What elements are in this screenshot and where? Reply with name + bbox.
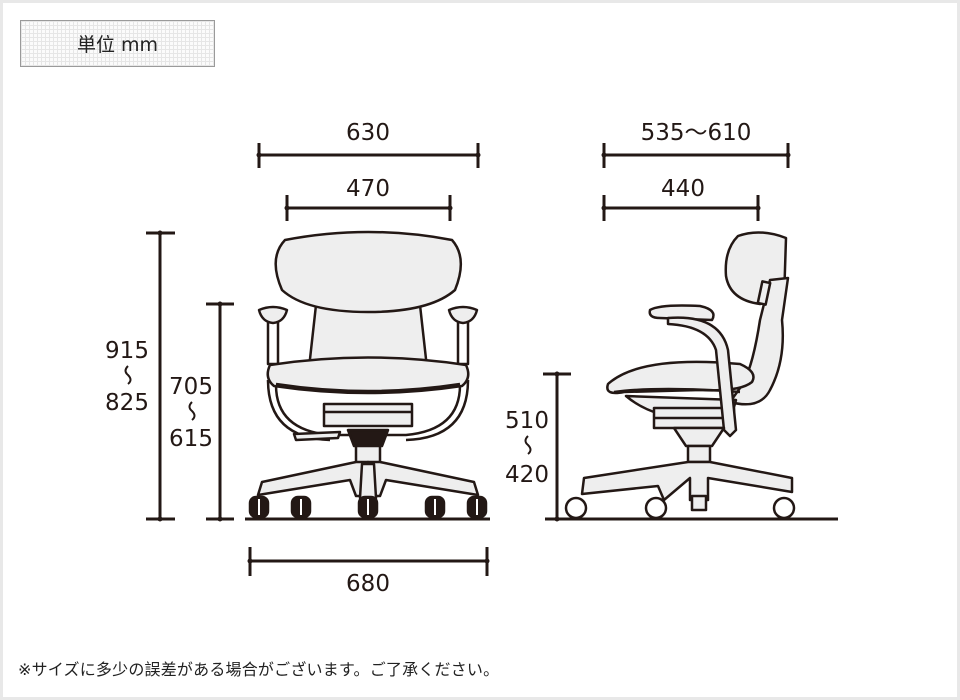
tilde-915-825	[124, 365, 132, 385]
label-510: 510	[505, 408, 549, 434]
label-440: 440	[661, 176, 705, 202]
label-420: 420	[505, 462, 549, 488]
diagram-panel	[3, 3, 957, 697]
label-630: 630	[346, 120, 390, 146]
tilde-705-615	[188, 401, 196, 421]
chair-side-view	[564, 231, 796, 520]
label-470: 470	[346, 176, 390, 202]
label-825: 825	[105, 390, 149, 416]
label-680: 680	[346, 571, 390, 597]
footnote: ※サイズに多少の誤差がある場合がございます。ご了承ください。	[18, 660, 500, 679]
tilde-510-420	[524, 435, 532, 455]
label-535-610: 535〜610	[641, 120, 752, 146]
dimension-630	[257, 143, 480, 168]
label-615: 615	[169, 426, 213, 452]
label-705: 705	[169, 374, 213, 400]
chair-front-view	[248, 230, 488, 519]
label-915: 915	[105, 338, 149, 364]
dimension-535-610	[602, 143, 790, 168]
dimension-510-420	[543, 372, 571, 519]
unit-label: 単位 mm	[20, 20, 215, 67]
dimension-705-615	[206, 302, 234, 521]
